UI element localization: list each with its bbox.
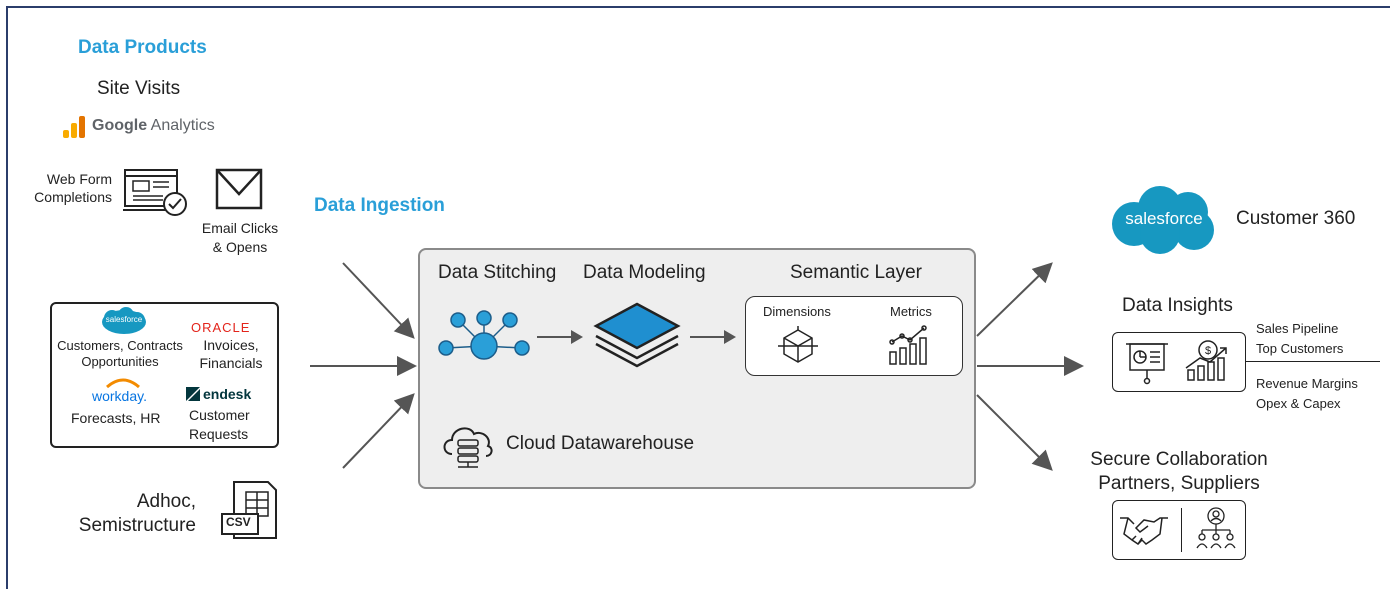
- collaboration-label: Secure Collaboration Partners, Suppliers: [1090, 449, 1268, 494]
- workday-logo: workday.: [92, 388, 147, 404]
- email-label: Email Clicks & Opens: [201, 220, 279, 255]
- arrow-stitching-modeling: [537, 330, 583, 344]
- data-stitching-icon: [438, 310, 530, 360]
- metrics-chart-icon: [889, 325, 927, 365]
- partners-network-icon: [1196, 507, 1236, 549]
- web-form-icon: [123, 169, 187, 216]
- insights-list-bottom: Revenue Margins Opex & Capex: [1256, 374, 1358, 414]
- zendesk-icon: [186, 387, 200, 401]
- handshake-icon: [1120, 517, 1168, 545]
- data-stitching-label: Data Stitching: [438, 262, 557, 283]
- collaboration-divider: [1181, 508, 1182, 552]
- insights-divider: [1246, 361, 1380, 362]
- semantic-layer-label: Semantic Layer: [790, 262, 923, 283]
- web-form-label: Web Form Completions: [34, 171, 112, 205]
- dimensions-cube-icon: [778, 326, 818, 363]
- cloud-datawarehouse-label: Cloud Datawarehouse: [506, 433, 695, 454]
- salesforce-logo-text: salesforce: [1125, 209, 1203, 228]
- data-modeling-layers-icon: [593, 302, 681, 368]
- csv-label: CSV: [226, 515, 251, 529]
- salesforce-cloud-logo-icon: [1112, 186, 1214, 254]
- customer-360-label: Customer 360: [1236, 208, 1356, 229]
- data-modeling-label: Data Modeling: [583, 262, 706, 283]
- salesforce-logo-small: salesforce: [105, 315, 143, 324]
- workday-app-label: Forecasts, HR: [71, 410, 161, 426]
- insight-item: Top Customers: [1256, 341, 1344, 356]
- enterprise-apps-box: [50, 302, 279, 448]
- workday-arc-icon: [106, 378, 140, 389]
- data-ingestion-title: Data Ingestion: [314, 195, 445, 216]
- google-analytics-icon: [63, 116, 85, 138]
- dashboard-presentation-icon: [1126, 343, 1168, 385]
- svg-text:$: $: [1205, 345, 1211, 357]
- csv-file-icon: [221, 481, 277, 539]
- zendesk-app-label: Customer Requests: [189, 407, 250, 442]
- salesforce-cloud-icon: [102, 307, 146, 334]
- metrics-label: Metrics: [890, 304, 932, 319]
- adhoc-label: Adhoc, Semistructure: [78, 491, 196, 536]
- revenue-growth-icon: $: [1185, 340, 1227, 381]
- insight-item: Revenue Margins: [1256, 376, 1358, 391]
- insight-item: Opex & Capex: [1256, 396, 1341, 411]
- email-icon: [215, 168, 263, 210]
- salesforce-app-label: Customers, Contracts Opportunities: [57, 338, 183, 369]
- collaboration-box: [1112, 500, 1246, 560]
- google-analytics-logo: Google Analytics: [92, 117, 215, 134]
- data-insights-title: Data Insights: [1122, 295, 1233, 316]
- cloud-server-icon: [443, 427, 493, 468]
- data-products-title: Data Products: [78, 37, 207, 58]
- zendesk-logo: endesk: [203, 386, 252, 402]
- insights-list-top: Sales Pipeline Top Customers: [1256, 319, 1343, 359]
- oracle-app-label: Invoices, Financials: [199, 337, 263, 371]
- oracle-logo: ORACLE: [191, 320, 251, 335]
- arrow-modeling-semantic: [690, 330, 736, 344]
- site-visits-label: Site Visits: [97, 78, 181, 99]
- insight-item: Sales Pipeline: [1256, 321, 1339, 336]
- dimensions-label: Dimensions: [763, 304, 831, 319]
